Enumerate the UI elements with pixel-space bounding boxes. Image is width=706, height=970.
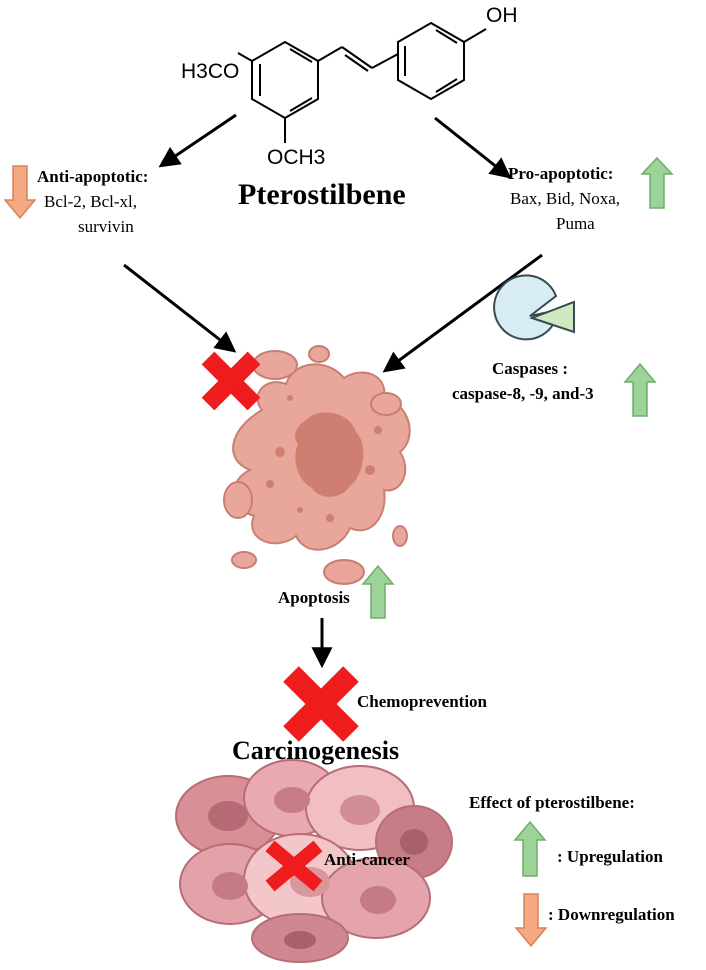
up-arrow-caspases bbox=[623, 362, 657, 417]
methoxy-group-bottom: OCH3 bbox=[267, 146, 326, 169]
upregulation-arrow-icon bbox=[361, 156, 674, 877]
cancer-cell-cluster bbox=[175, 759, 453, 963]
molecule-name: Pterostilbene bbox=[238, 178, 406, 211]
pathway-arrows bbox=[123, 113, 543, 669]
cross-apoptosis-block bbox=[201, 351, 261, 411]
up-arrow-pro-apoptotic bbox=[640, 156, 674, 209]
legend-upregulation: : Upregulation bbox=[557, 847, 663, 866]
arrow-anti-to-apoptosis bbox=[123, 263, 237, 353]
legend-downregulation: : Downregulation bbox=[548, 905, 675, 924]
carcinogenesis-label: Carcinogenesis bbox=[232, 736, 400, 765]
anti-apoptotic-title: Anti-apoptotic: bbox=[37, 167, 149, 186]
apoptotic-cell bbox=[223, 345, 411, 585]
pro-apoptotic-title: Pro-apoptotic: bbox=[508, 164, 614, 183]
block-cross-icon bbox=[201, 351, 359, 892]
cross-chemoprevention bbox=[283, 666, 359, 742]
pro-apoptotic-line1: Bax, Bid, Noxa, bbox=[510, 189, 621, 208]
anti-apoptotic-line1: Bcl-2, Bcl-xl, bbox=[44, 192, 138, 211]
methoxy-group-left: H3CO bbox=[181, 60, 240, 83]
down-arrow-legend bbox=[514, 893, 548, 948]
caspases-title: Caspases : bbox=[492, 359, 569, 378]
up-arrow-apoptosis bbox=[361, 564, 395, 619]
pro-apoptotic-line2: Puma bbox=[556, 214, 595, 233]
arrow-to-pro-apoptotic bbox=[434, 116, 512, 179]
hydroxyl-group: OH bbox=[486, 4, 518, 27]
up-arrow-legend bbox=[513, 820, 547, 877]
arrow-to-anti-apoptotic bbox=[158, 113, 237, 168]
caspase-enzyme-icon bbox=[493, 274, 575, 341]
anti-apoptotic-line2: survivin bbox=[78, 217, 134, 236]
apoptosis-label: Apoptosis bbox=[278, 588, 350, 607]
downregulation-arrow-icon bbox=[3, 165, 548, 948]
anti-cancer-label: Anti-cancer bbox=[324, 850, 410, 869]
down-arrow-anti-apoptotic bbox=[3, 165, 37, 220]
cross-anti-cancer bbox=[265, 840, 323, 892]
arrow-pro-to-apoptosis bbox=[382, 253, 543, 373]
legend-title: Effect of pterostilbene: bbox=[469, 793, 635, 812]
pterostilbene-structure bbox=[237, 21, 487, 143]
chemoprevention-label: Chemoprevention bbox=[357, 692, 488, 711]
caspases-detail: caspase-8, -9, and-3 bbox=[452, 384, 594, 403]
